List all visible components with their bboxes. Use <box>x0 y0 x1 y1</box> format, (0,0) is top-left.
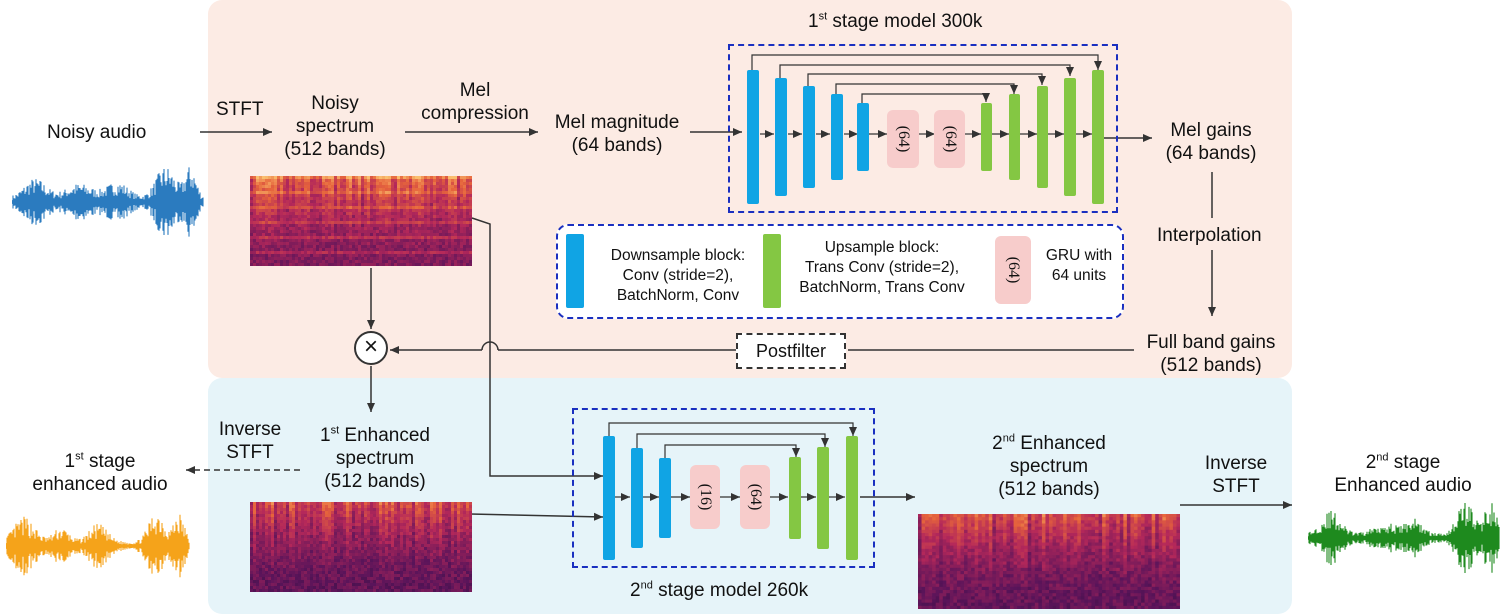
stage1-model-title: 1st stage model 300k <box>808 10 983 32</box>
downsample-block <box>831 94 843 180</box>
legend-upsample-swatch <box>763 234 781 308</box>
legend-downsample-text: Downsample block:Conv (stride=2),BatchNo… <box>610 247 746 304</box>
stage2-waveform <box>1308 503 1500 573</box>
legend-upsample-text: Upsample block:Trans Conv (stride=2),Bat… <box>799 239 965 296</box>
downsample-block <box>603 436 615 560</box>
stage2-output-label: 2nd stage Enhanced audio <box>1334 451 1472 496</box>
upsample-block <box>846 436 858 560</box>
downsample-block <box>803 86 815 188</box>
downsample-block <box>659 458 671 538</box>
noisy-audio-label: Noisy audio <box>47 122 147 143</box>
upsample-block <box>1009 94 1020 180</box>
full-band-gains-label: Full band gains(512 bands) <box>1146 332 1276 376</box>
upsample-block <box>817 447 829 549</box>
gru-block: (16) <box>690 465 720 529</box>
downsample-block <box>747 70 759 204</box>
mel-magnitude-label: Mel magnitude(64 bands) <box>554 112 680 156</box>
stage1-model-box <box>728 44 1118 213</box>
stage2-model-title: 2nd stage model 260k <box>630 579 809 601</box>
gru-block: (64) <box>934 110 965 168</box>
stage2-model-box <box>572 408 875 568</box>
downsample-block <box>857 103 869 171</box>
stage1-waveform <box>6 514 190 578</box>
upsample-block <box>1092 70 1104 204</box>
interpolation-label: Interpolation <box>1157 225 1262 246</box>
upsample-block <box>1037 86 1048 188</box>
downsample-block <box>631 448 643 548</box>
enhanced-spectrogram-1 <box>250 502 472 592</box>
enhanced-spectrum-2-label: 2nd Enhanced spectrum(512 bands) <box>992 432 1106 500</box>
multiply-icon: × <box>354 331 388 365</box>
postfilter-box: Postfilter <box>736 333 846 369</box>
enhanced-spectrum-1-label: 1st Enhanced spectrum(512 bands) <box>320 424 430 492</box>
stage1-output-label: 1st stage enhanced audio <box>32 450 168 495</box>
legend-box: Downsample block:Conv (stride=2),BatchNo… <box>556 224 1124 319</box>
legend-downsample-swatch <box>566 234 584 308</box>
upsample-block <box>1064 78 1076 196</box>
downsample-block <box>775 78 787 196</box>
noisy-spectrogram <box>250 176 472 266</box>
noisy-waveform <box>12 167 204 237</box>
legend-gru-swatch: (64) <box>995 236 1031 304</box>
enhanced-spectrogram-2 <box>918 514 1180 609</box>
upsample-block <box>981 103 992 171</box>
gru-block: (64) <box>740 465 770 529</box>
upsample-block <box>789 457 801 539</box>
mel-gains-label: Mel gains(64 bands) <box>1165 120 1257 164</box>
gru-block: (64) <box>887 110 919 168</box>
stft-label: STFT <box>216 99 264 120</box>
